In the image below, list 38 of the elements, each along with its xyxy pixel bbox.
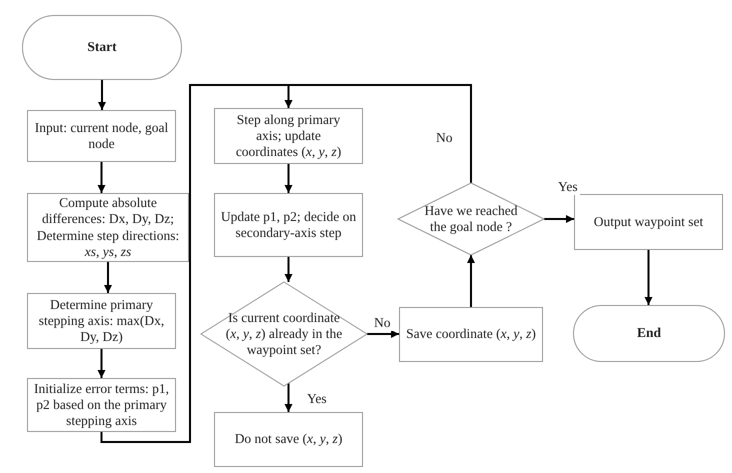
edge-label: Yes bbox=[556, 180, 580, 195]
process-box bbox=[214, 193, 363, 257]
decision-diamond bbox=[398, 183, 544, 255]
process-box bbox=[27, 378, 176, 432]
node-text: Determine primary stepping axis: max(Dx, Dy, Dz) bbox=[38, 296, 166, 346]
process-box bbox=[214, 412, 363, 467]
arrow bbox=[98, 162, 106, 193]
process-box bbox=[27, 110, 176, 162]
process-box bbox=[27, 293, 176, 349]
process-box bbox=[399, 307, 543, 362]
arrow bbox=[284, 164, 292, 193]
node-text: Update p1, p2; decide on secondary-axis step bbox=[220, 208, 358, 242]
node-text: Do not save (x, y, z) bbox=[234, 431, 344, 448]
arrow bbox=[544, 215, 574, 223]
arrow bbox=[284, 382, 292, 412]
node-text: Output waypoint set bbox=[592, 214, 704, 230]
node-text: Step along primary axis; update coordinates (x, y, z) bbox=[234, 112, 342, 160]
node-text: Is current coordinate (x, y, z) already in the waypoint set? bbox=[224, 310, 344, 358]
process-box bbox=[214, 108, 363, 164]
node-text: Start bbox=[86, 39, 118, 56]
node-text: Save coordinate (x, y, z) bbox=[405, 326, 537, 343]
arrow bbox=[644, 250, 652, 305]
process-box bbox=[27, 193, 189, 262]
arrow bbox=[98, 349, 106, 378]
decision-diamond bbox=[201, 282, 367, 386]
node-text: Initialize error terms: p1, p2 based on the primary stepping axis bbox=[33, 380, 170, 430]
arrow bbox=[284, 257, 292, 282]
node-text: End bbox=[636, 325, 662, 342]
node-text: Compute absolute differences: Dx, Dy, Dz; Determine step directions: xs, ys, zs bbox=[36, 195, 180, 260]
arrow bbox=[284, 84, 472, 183]
arrow bbox=[98, 80, 106, 110]
arrow bbox=[467, 255, 475, 307]
edge-label: No bbox=[372, 316, 392, 331]
node-text: Have we reached the goal node ? bbox=[424, 202, 518, 236]
arrow bbox=[104, 262, 112, 293]
node-text: Input: current node, goal node bbox=[34, 120, 170, 152]
arrow bbox=[367, 330, 399, 338]
process-box bbox=[574, 194, 723, 250]
